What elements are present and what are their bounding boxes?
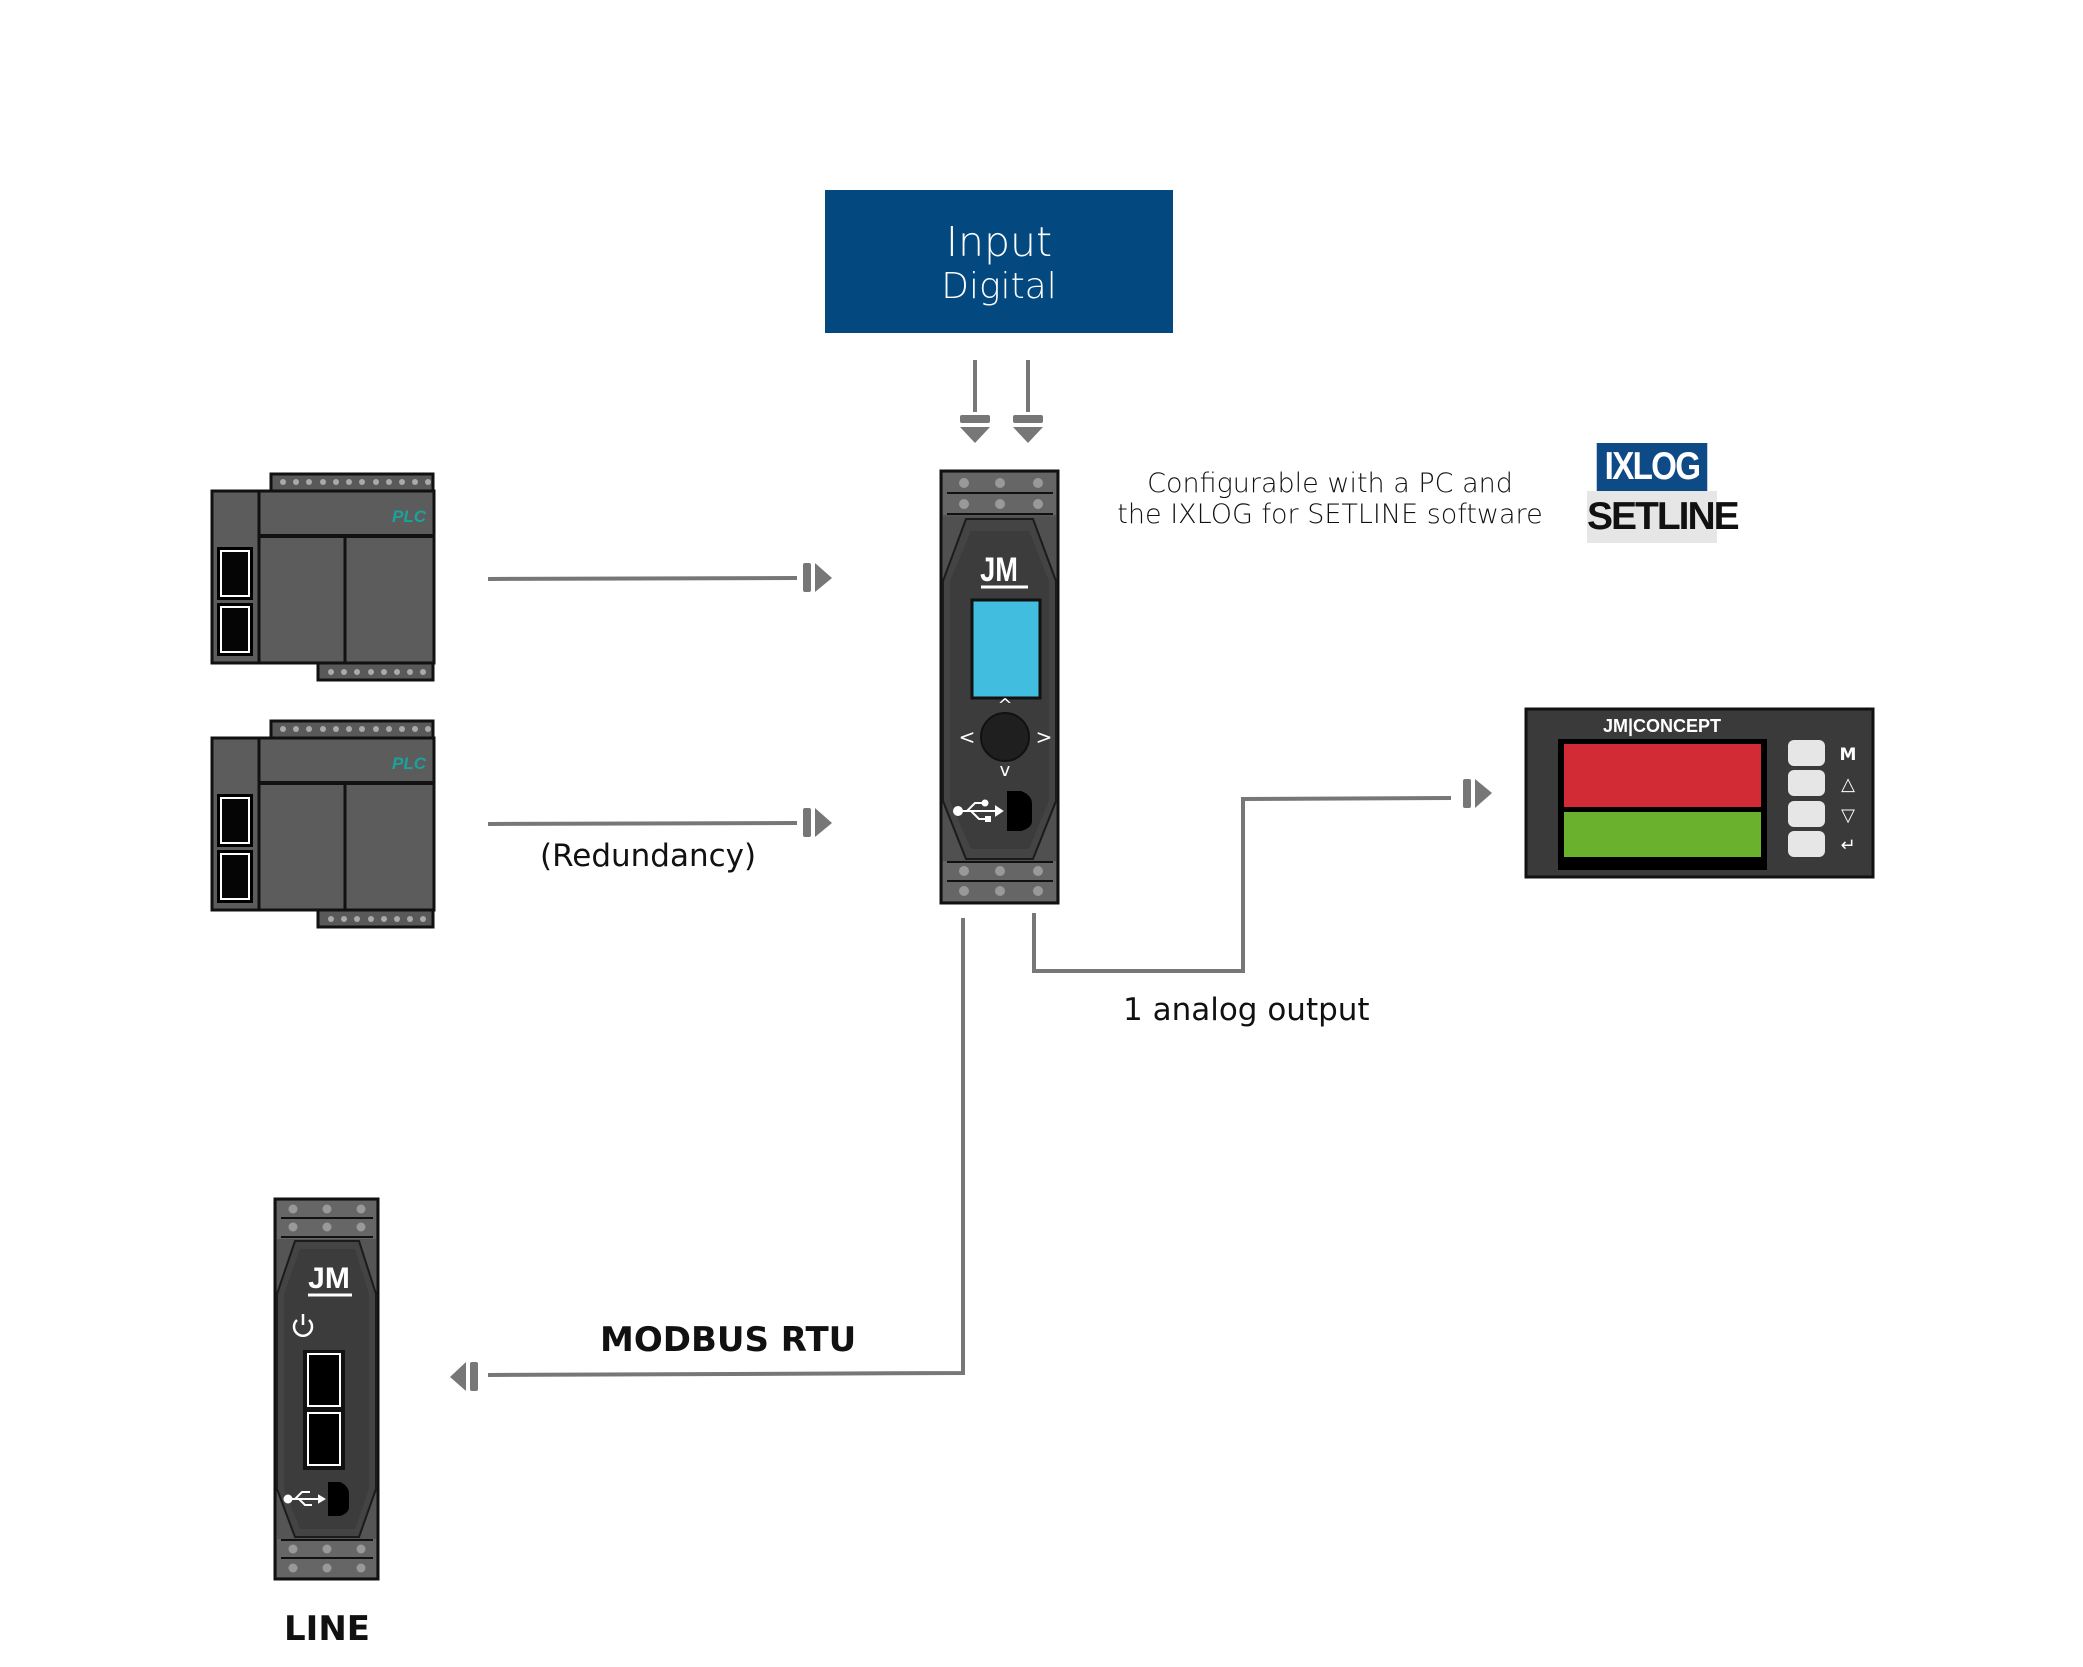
arrow-right-icon: [803, 808, 832, 837]
ixlog-setline-logo: IXLOG SETLINE: [1587, 443, 1740, 543]
display-top: [1564, 744, 1761, 807]
arrow-right-icon: [1463, 779, 1492, 808]
button-m-label: M: [1840, 745, 1857, 765]
line-device[interactable]: JM: [273, 1197, 380, 1581]
lcd-screen: [970, 598, 1042, 700]
usb-icon: [283, 1491, 326, 1506]
config-note: Configurable with a PC and the IXLOG for…: [1090, 468, 1570, 530]
input-box-title: Input: [945, 218, 1053, 266]
logo-bottom: SETLINE: [1587, 491, 1740, 543]
config-note-line2: the IXLOG for SETLINE software: [1117, 499, 1543, 530]
modbus-label: MODBUS RTU: [600, 1320, 857, 1360]
logo-top: IXLOG: [1596, 443, 1708, 491]
brand-logo: JM: [308, 1262, 350, 1295]
brand-logo: JM: [980, 550, 1018, 589]
panel-brand: JM|CONCEPT: [1603, 716, 1721, 736]
analog-output-label: 1 analog output: [1123, 992, 1370, 1028]
analog-output-wire: [1032, 796, 1452, 973]
panel-meter-device[interactable]: JM|CONCEPT M △ ▽ ↵: [1524, 707, 1875, 879]
arrow-down-icon: [960, 415, 990, 443]
nav-knob[interactable]: [980, 712, 1030, 762]
line-device-label: LINE: [284, 1609, 370, 1649]
button-m[interactable]: [1788, 740, 1825, 766]
nav-down-icon[interactable]: v: [1000, 760, 1011, 781]
rj45-port-2[interactable]: [307, 1412, 341, 1466]
up-triangle-icon: △: [1841, 774, 1855, 795]
usb-port[interactable]: [328, 1482, 349, 1516]
input-box-subtitle: Digital: [941, 266, 1057, 307]
usb-icon: [953, 799, 1004, 822]
enter-icon: ↵: [1840, 835, 1855, 856]
plc2-wire: [487, 821, 798, 826]
rj45-port-1[interactable]: [307, 1353, 341, 1407]
plc-device-2[interactable]: PLC: [210, 719, 436, 929]
display-bottom: [1564, 812, 1761, 857]
button-up[interactable]: [1788, 770, 1825, 796]
button-enter[interactable]: [1788, 831, 1825, 857]
nav-left-icon[interactable]: <: [959, 725, 976, 749]
modbus-wire: [487, 918, 965, 1377]
down-triangle-icon: ▽: [1841, 805, 1855, 826]
nav-up-icon[interactable]: ^: [997, 695, 1012, 716]
input-digital-box: Input Digital: [825, 190, 1173, 333]
plc-label: PLC: [392, 754, 427, 773]
nav-right-icon[interactable]: >: [1036, 725, 1053, 749]
config-note-line1: Configurable with a PC and: [1147, 468, 1513, 499]
usb-port[interactable]: [1007, 791, 1032, 831]
plc1-wire: [487, 576, 798, 581]
plc-label: PLC: [392, 507, 427, 526]
arrow-right-icon: [803, 563, 832, 592]
arrow-left-icon: [450, 1362, 478, 1391]
plc-device-1[interactable]: PLC: [210, 472, 436, 682]
main-transmitter-device[interactable]: JM ^ v < >: [939, 469, 1060, 905]
arrow-down-icon: [1013, 415, 1043, 443]
button-down[interactable]: [1788, 801, 1825, 827]
power-icon: [292, 1314, 314, 1337]
redundancy-label: (Redundancy): [540, 838, 757, 874]
